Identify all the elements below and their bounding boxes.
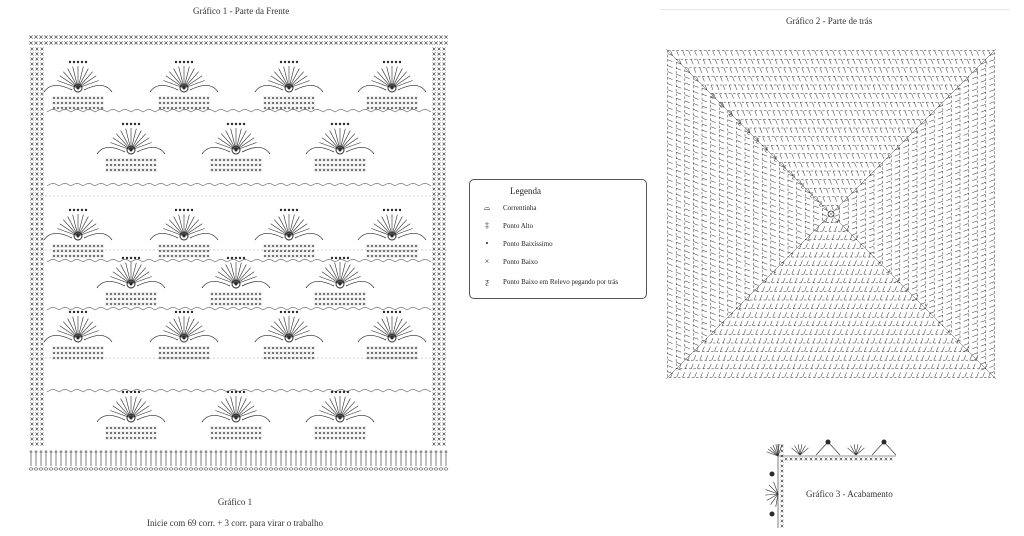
back-post-mark: ƺ [810,190,813,198]
chart2-round [804,187,859,242]
pineapple-motif [201,390,271,440]
chart1-caption: Gráfico 1 [217,497,253,507]
chart1-motif-rows-a [43,60,427,360]
chart2-round [701,84,961,344]
pineapple-motif [305,390,375,440]
legend-title: Legenda [510,186,541,196]
single-crochet-icon: × [484,257,490,266]
back-post-mark: ƺ [783,163,786,171]
legend-item-back-post: ƺ Ponto Baixo em Relevo pegando por trás [470,276,646,288]
chart2-round [770,153,892,275]
pineapple-motif [43,310,113,360]
edging-shell [871,439,897,456]
legend-label: Correntinha [503,204,537,212]
legend-label: Ponto Baixíssimo [503,240,553,248]
chain-stitch-icon: ⌓ [483,203,491,212]
pineapple-motif [201,256,271,306]
back-post-mark: ƺ [801,181,804,189]
pineapple-motif [96,390,166,440]
pineapple-motif [254,310,324,360]
chart2-round [822,205,840,223]
chart2-round [736,119,928,311]
chart2-round [675,58,988,371]
legend-label: Ponto Alto [503,222,534,230]
pineapple-motif [305,256,375,306]
legend-item-double-crochet: ‡ Ponto Alto [470,220,646,232]
chart2-round [761,144,901,284]
edging-picot [769,471,775,477]
legend-box: Legenda ⌓ Correntinha ‡ Ponto Alto • Pon… [469,179,647,299]
pineapple-motif [43,208,113,258]
slip-stitch-icon: • [485,239,489,248]
pineapple-motif [149,310,219,360]
back-post-mark: ƺ [756,136,759,144]
chart2-round [787,170,875,258]
pineapple-motif [96,122,166,172]
chart1-motif-rows-b [96,122,375,440]
pineapple-motif [305,122,375,172]
legend-label: Ponto Baixo [503,258,538,266]
pineapple-motif [254,60,324,110]
back-post-mark: ƺ [774,154,777,162]
back-post-mark: ƺ [729,109,732,117]
chart2-round [753,136,909,292]
chart3-title: Gráfico 3 - Acabamento [806,489,893,499]
back-post-mark: ƺ [738,118,741,126]
chart1-foundation-row [28,450,449,471]
chart2-round [667,50,995,378]
chart2-round [718,101,944,327]
back-post-mark: ƺ [720,100,723,108]
chart2-round [779,162,883,266]
legend-item-chain: ⌓ Correntinha [470,202,646,214]
chart1-side-columns [30,47,446,446]
pineapple-motif [357,310,427,360]
chart2-round [796,179,866,249]
back-post-single-crochet-icon: ƺ [485,277,489,286]
legend-item-slip-stitch: • Ponto Baixíssimo [470,238,646,250]
chart2-round [727,110,935,318]
back-post-mark: ƺ [711,91,714,99]
back-post-mark: ƺ [747,127,750,135]
pineapple-motif [357,208,427,258]
legend-item-single-crochet: × Ponto Baixo [470,256,646,268]
chart1-chain-mesh [29,109,447,393]
pineapple-motif [43,60,113,110]
legend-label: Ponto Baixo em Relevo pegando por trás [503,278,619,286]
pineapple-motif [149,208,219,258]
back-post-mark: ƺ [765,145,768,153]
chart1-top-stitch-row [29,35,448,45]
chart2-round [693,76,969,352]
chart2-round [744,127,919,302]
pineapple-motif [201,122,271,172]
chart1-front-diagram [28,35,449,471]
edging-shell [815,439,841,456]
chart1-title: Gráfico 1 - Parte da Frente [193,6,290,16]
edging-picot [769,511,775,517]
edging-shell [847,444,865,456]
edging-shell [791,444,809,456]
pineapple-motif [149,60,219,110]
chart2-round [684,67,979,362]
double-crochet-icon: ‡ [485,221,489,230]
chart1-note: Inicie com 69 corr. + 3 corr. para virar… [146,518,323,528]
pineapple-motif [96,256,166,306]
chart3-edging-diagram [765,439,897,528]
pineapple-motif [254,208,324,258]
chart2-center-ring [827,210,835,218]
chart2-round [813,196,850,233]
back-post-mark: ƺ [819,199,822,207]
back-post-mark: ƺ [792,172,795,180]
chart2-round [710,93,952,335]
pineapple-motif [357,60,427,110]
top-divider [660,9,1010,10]
chart2-title: Gráfico 2 - Parte de trás [786,16,873,26]
